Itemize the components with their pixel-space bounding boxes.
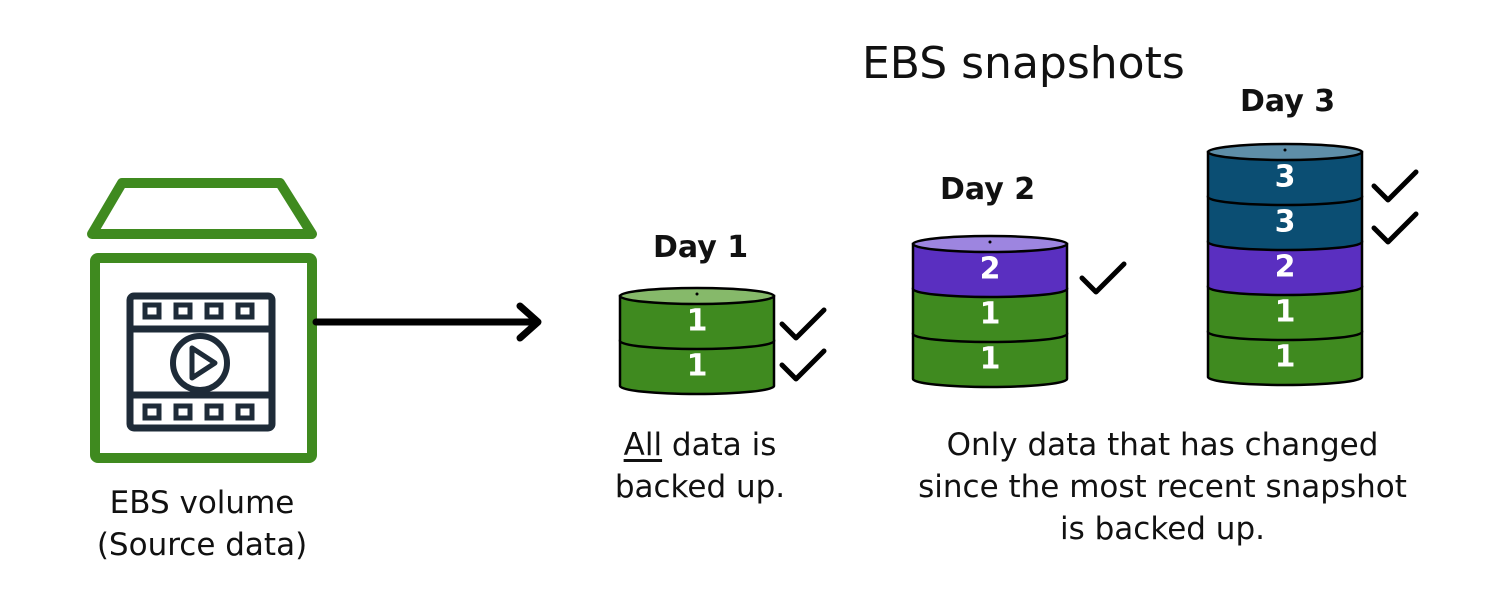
box-lid-shape bbox=[87, 178, 317, 239]
snapshot-stack-day1: 11 bbox=[618, 286, 827, 396]
check-icon bbox=[779, 307, 827, 341]
snapshot-layer: 2 bbox=[1206, 240, 1364, 297]
check-icon bbox=[1371, 211, 1419, 245]
caption-day1-line1: data is bbox=[662, 427, 777, 463]
layer-label: 1 bbox=[1275, 295, 1296, 330]
stack-top-cap bbox=[618, 286, 776, 306]
caption-emphasis: All bbox=[623, 427, 663, 463]
ebs-volume-icon bbox=[87, 178, 317, 463]
snapshot-layer: 3 bbox=[1206, 150, 1364, 207]
caption-incr-line1: Only data that has changed bbox=[946, 427, 1379, 463]
check-icon bbox=[779, 348, 827, 382]
layer-label: 1 bbox=[980, 342, 1001, 377]
stack-top-cap bbox=[1206, 142, 1364, 162]
check-icon bbox=[1079, 261, 1127, 295]
layer-label: 2 bbox=[1275, 250, 1296, 285]
snapshot-layer: 1 bbox=[1206, 285, 1364, 342]
caption-day1-line2: backed up. bbox=[614, 469, 786, 505]
layer-label: 2 bbox=[980, 252, 1001, 287]
layer-label: 3 bbox=[1275, 205, 1296, 240]
source-label-line1: EBS volume bbox=[109, 485, 295, 521]
layer-label: 3 bbox=[1275, 160, 1296, 195]
check-icon bbox=[1371, 169, 1419, 203]
day3-label: Day 3 bbox=[1240, 84, 1336, 119]
layer-label: 1 bbox=[980, 297, 1001, 332]
layer-label: 1 bbox=[687, 349, 708, 384]
caption-incr-line3: is backed up. bbox=[1060, 511, 1265, 547]
day1-caption: All data is backed up. bbox=[600, 424, 800, 508]
diagram-title: EBS snapshots bbox=[862, 38, 1185, 89]
layer-label: 1 bbox=[687, 304, 708, 339]
snapshot-layer: 1 bbox=[911, 287, 1069, 344]
layer-label: 1 bbox=[1275, 340, 1296, 375]
snapshot-layer: 1 bbox=[1206, 330, 1364, 387]
box-body-shape bbox=[90, 253, 317, 463]
snapshot-layer: 1 bbox=[618, 339, 776, 396]
snapshot-layer: 1 bbox=[911, 332, 1069, 389]
caption-incr-line2: since the most recent snapshot bbox=[918, 469, 1407, 505]
snapshot-layer: 2 bbox=[911, 242, 1069, 299]
day1-label: Day 1 bbox=[653, 230, 749, 265]
incremental-caption: Only data that has changed since the mos… bbox=[910, 424, 1415, 550]
snapshot-layer: 3 bbox=[1206, 195, 1364, 252]
backup-arrow bbox=[312, 302, 542, 342]
stack-top-cap bbox=[911, 234, 1069, 254]
day2-label: Day 2 bbox=[940, 172, 1036, 207]
source-label: EBS volume (Source data) bbox=[92, 482, 312, 566]
snapshot-stack-day3: 1 1 2 3 3 bbox=[1206, 142, 1419, 387]
source-label-line2: (Source data) bbox=[96, 527, 308, 563]
snapshot-layer: 1 bbox=[618, 294, 776, 351]
video-file-icon bbox=[126, 292, 276, 432]
snapshot-stack-day2: 1 1 2 bbox=[911, 234, 1127, 389]
